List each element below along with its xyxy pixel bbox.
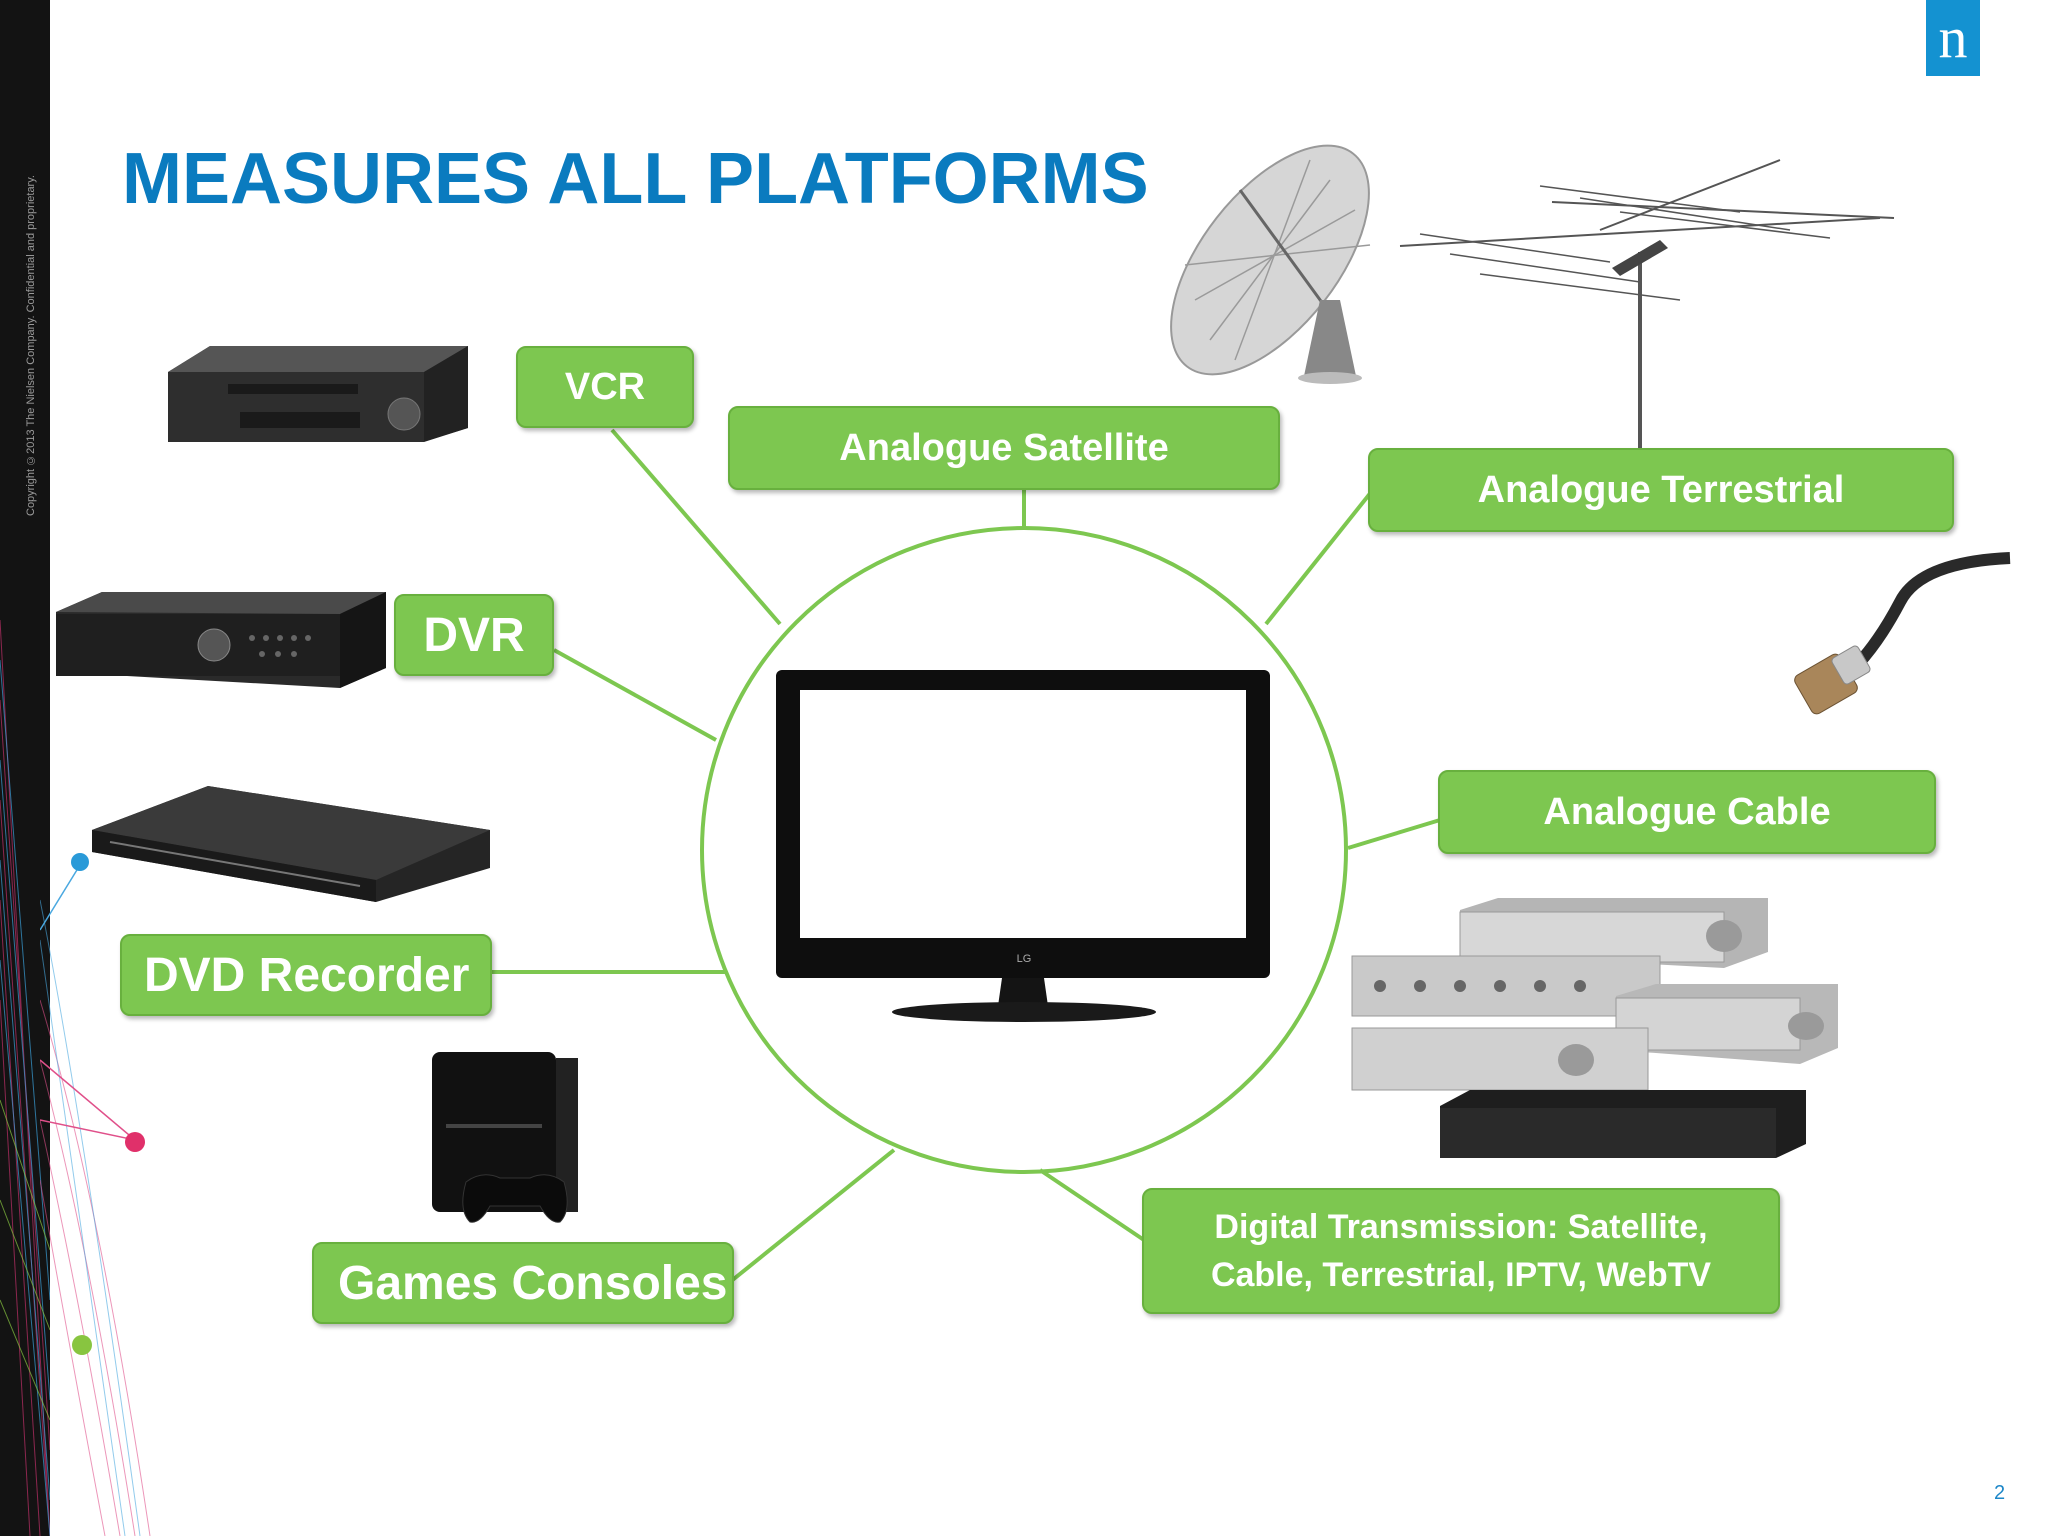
mesh-lines-decoration bbox=[40, 853, 151, 1536]
connector-vcr bbox=[610, 428, 782, 626]
tv-brand-logo: LG bbox=[1017, 953, 1032, 965]
connector-analogue-terrestrial bbox=[1264, 484, 1378, 626]
label-analogue-cable: Analogue Cable bbox=[1438, 770, 1936, 854]
label-vcr: VCR bbox=[516, 346, 694, 428]
label-dvd-recorder: DVD Recorder bbox=[120, 934, 492, 1016]
label-analogue-terrestrial: Analogue Terrestrial bbox=[1368, 448, 1954, 532]
dvr-image bbox=[56, 592, 386, 688]
games-console-image bbox=[432, 1052, 578, 1223]
label-digital-transmission: Digital Transmission: Satellite, Cable, … bbox=[1142, 1188, 1780, 1314]
tv-screen bbox=[800, 690, 1246, 938]
label-analogue-satellite: Analogue Satellite bbox=[728, 406, 1280, 490]
slide-title: MEASURES ALL PLATFORMS bbox=[122, 139, 1149, 219]
vcr-image bbox=[168, 346, 468, 442]
set-top-boxes-image bbox=[1351, 898, 1838, 1158]
terrestrial-antenna-image bbox=[1399, 159, 1895, 448]
lg-tv: LG bbox=[776, 670, 1270, 1022]
page-number: 2 bbox=[1994, 1482, 2006, 1504]
connector-analogue-cable bbox=[1347, 818, 1441, 850]
nielsen-logo: n bbox=[1926, 0, 1980, 76]
dvd-recorder-image bbox=[92, 786, 490, 902]
mesh-pattern bbox=[0, 619, 51, 1536]
satellite-dish-image bbox=[1170, 144, 1371, 384]
connector-dvr bbox=[553, 648, 717, 742]
label-games-consoles: Games Consoles bbox=[312, 1242, 734, 1324]
connector-games-consoles bbox=[728, 1148, 896, 1284]
connector-digital-transmission bbox=[1038, 1168, 1146, 1242]
coax-cable-image bbox=[1794, 552, 2011, 715]
label-dvr: DVR bbox=[394, 594, 554, 676]
decorative-side-stripe: Copyright ©2013 The Nielsen Company. Con… bbox=[0, 0, 51, 1536]
